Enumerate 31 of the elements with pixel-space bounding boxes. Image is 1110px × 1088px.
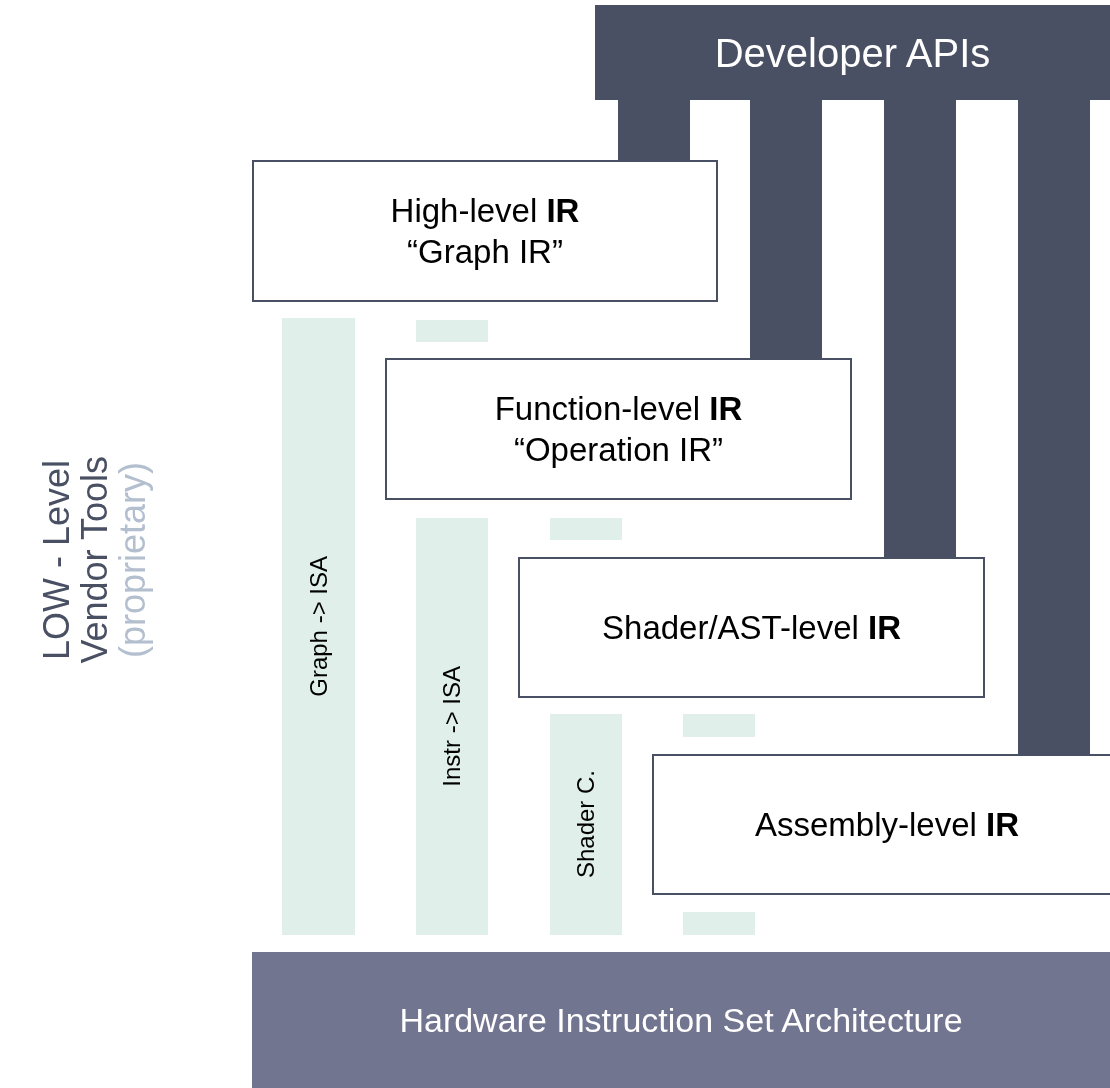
- layer-box: [385, 358, 852, 500]
- vertical-label: Graph -> ISA: [303, 556, 333, 697]
- connector-bar: [750, 100, 822, 358]
- box-label: High-level IR: [390, 190, 580, 231]
- connector-bar: [618, 100, 690, 160]
- hardware-bar: [252, 952, 1110, 1088]
- box-label: Assembly-level IR: [754, 804, 1020, 845]
- box-label: Function-level IR: [494, 388, 743, 429]
- stub-bar: [550, 518, 622, 540]
- vertical-label: Instr -> ISA: [437, 666, 466, 787]
- vertical-label: Shader C.: [571, 770, 600, 879]
- box-label: “Graph IR”: [407, 232, 563, 272]
- api-bar: [595, 5, 1110, 100]
- compiler-bar: [416, 518, 488, 935]
- stub-bar: [416, 320, 488, 342]
- box-label: Developer APIs: [714, 29, 991, 77]
- side-label: (proprietary): [113, 461, 152, 659]
- layer-box: [652, 754, 1110, 895]
- side-label: LOW - Level: [38, 459, 77, 661]
- stub-bar: [683, 912, 755, 935]
- layer-box: [518, 557, 985, 698]
- side-label: Vendor Tools: [76, 456, 114, 664]
- box-label: Shader/AST-level IR: [602, 607, 901, 648]
- layer-box: [252, 160, 718, 302]
- stub-bar: [683, 714, 755, 737]
- compiler-bar: [550, 714, 622, 935]
- box-label: “Operation IR”: [513, 430, 724, 470]
- box-label: Hardware Instruction Set Architecture: [399, 999, 963, 1041]
- compiler-bar: [282, 318, 355, 935]
- connector-bar: [1018, 100, 1090, 754]
- connector-bar: [884, 100, 956, 557]
